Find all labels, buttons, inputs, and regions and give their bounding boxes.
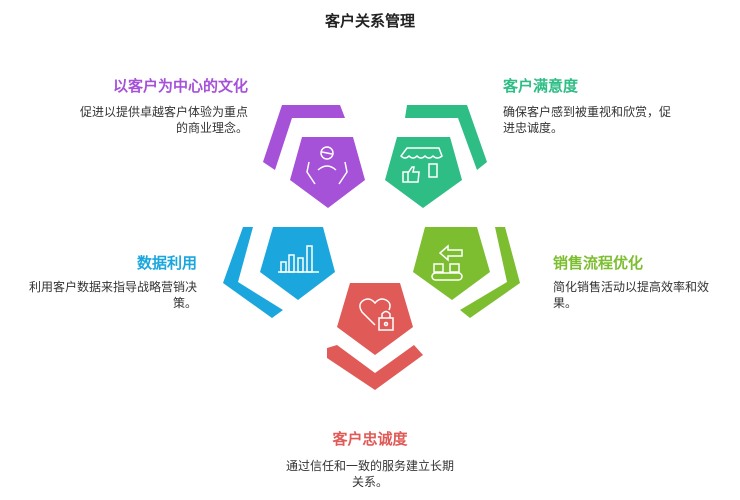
desc-sales-process: 简化销售活动以提高效率和效果。 <box>553 279 709 311</box>
segment-loyalty <box>327 283 423 390</box>
heading-data-usage: 数据利用 <box>136 254 197 272</box>
desc-loyalty: 通过信任和一致的服务建立长期关系。 <box>0 458 740 490</box>
desc-line: 促进以提供卓越客户体验为重点 <box>79 105 248 119</box>
heading-loyalty: 客户忠诚度 <box>332 430 408 448</box>
heart-lock-icon <box>359 298 394 331</box>
segment-sales-process <box>413 227 520 318</box>
segment-customer-centric <box>263 105 365 208</box>
desc-customer-centric: 促进以提供卓越客户体验为重点的商业理念。 <box>80 104 248 136</box>
bar-chart-icon <box>278 245 319 273</box>
desc-line: 利用客户数据来指导战略营销决 <box>28 280 197 294</box>
desc-line: 策。 <box>172 296 197 310</box>
desc-line: 关系。 <box>351 475 388 489</box>
bracket-shape <box>223 227 283 318</box>
desc-line: 进忠诚度。 <box>503 121 564 135</box>
desc-line: 果。 <box>553 296 578 310</box>
pentagon-shape <box>337 283 413 355</box>
segment-data-usage <box>223 227 335 318</box>
diagram-title: 客户关系管理 <box>324 12 415 30</box>
desc-line: 的商业理念。 <box>175 121 248 135</box>
heading-sales-process: 销售流程优化 <box>553 254 644 272</box>
desc-line: 确保客户感到被重视和欣赏，促 <box>503 105 672 119</box>
pentagon-shape <box>290 137 365 208</box>
desc-line: 通过信任和一致的服务建立长期 <box>285 459 454 473</box>
bracket-shape <box>327 345 423 390</box>
store-thumbs-up-icon <box>400 147 443 183</box>
heading-customer-centric: 以客户为中心的文化 <box>112 77 248 95</box>
desc-data-usage: 利用客户数据来指导战略营销决策。 <box>29 279 197 311</box>
caring-hands-person-icon <box>306 146 348 185</box>
desc-line: 简化销售活动以提高效率和效 <box>553 280 710 294</box>
heading-satisfaction: 客户满意度 <box>503 77 579 95</box>
segment-satisfaction <box>385 105 487 208</box>
bracket-shape <box>460 227 520 318</box>
pentagon-shape <box>385 137 462 208</box>
bracket-shape <box>405 105 487 170</box>
conveyor-arrow-icon <box>431 244 463 281</box>
desc-satisfaction: 确保客户感到被重视和欣赏，促进忠诚度。 <box>503 104 671 136</box>
bracket-shape <box>263 105 345 170</box>
